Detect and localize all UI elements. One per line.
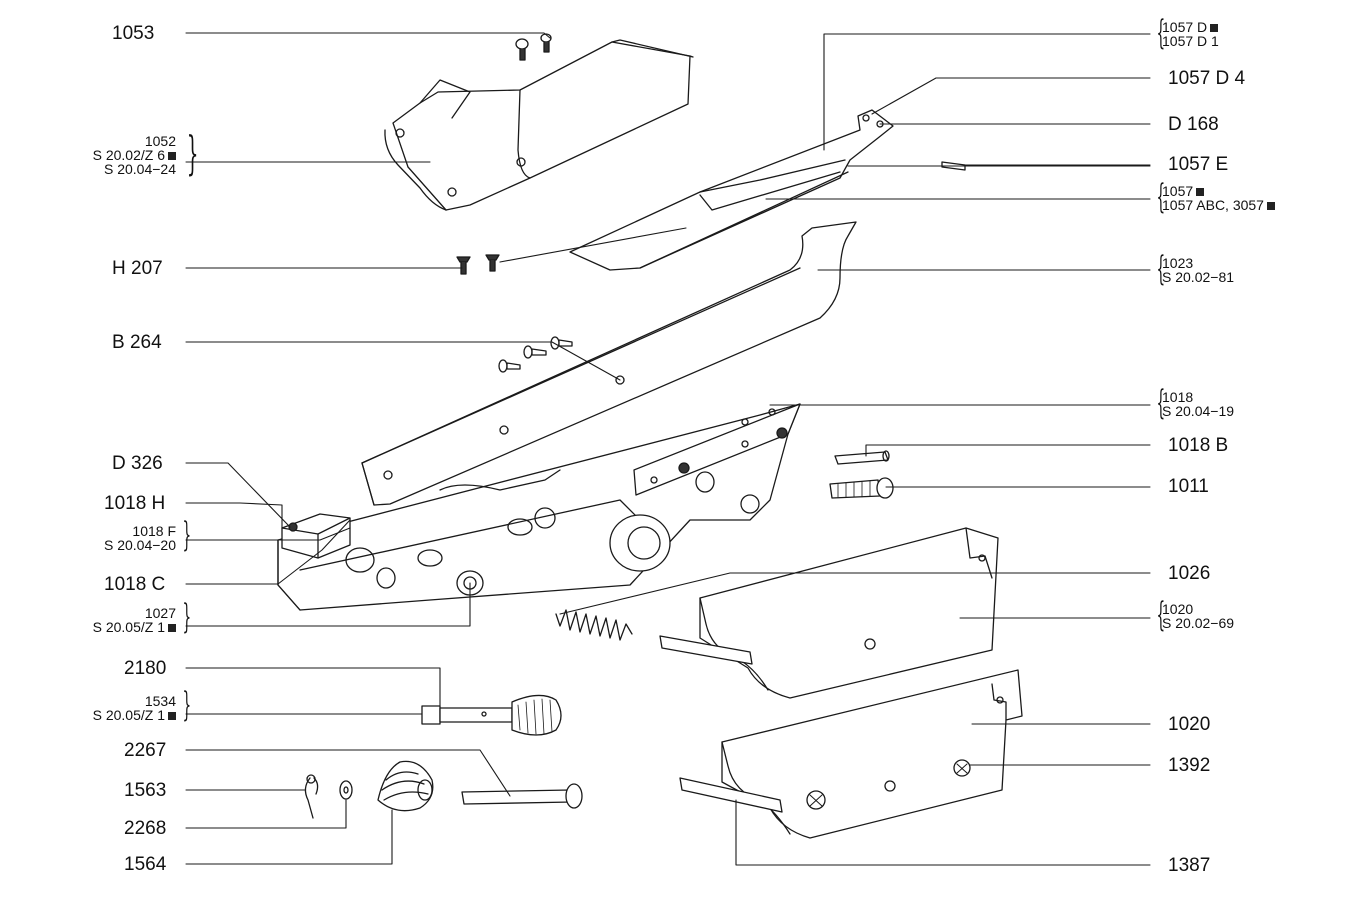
pin-1018-b (834, 450, 890, 465)
label-1018-line2: S 20.04−19 (1162, 403, 1235, 419)
label-2180: 2180 (124, 658, 167, 679)
label-1052-line2: S 20.02/Z 6 (40, 148, 176, 162)
label-1018f-group: 1018 F S 20.04−20 (40, 524, 176, 552)
label-1020a-line1: 1020 (1162, 601, 1194, 617)
label-1027-line2: S 20.05/Z 1 (40, 620, 176, 634)
label-2267: 2267 (124, 740, 167, 761)
jaw-part-1020-lower (679, 669, 1023, 839)
lever-part-1057 (569, 109, 894, 271)
screw-1011 (829, 477, 894, 499)
screw-b264-c (498, 359, 521, 373)
screw-b264-b (523, 345, 547, 359)
label-1018f-line1: 1018 F (132, 523, 176, 539)
label-1053: 1053 (112, 23, 155, 44)
screw-b264-a (550, 336, 573, 350)
label-1018h: 1018 H (104, 493, 166, 514)
label-1023-line2: S 20.02−81 (1162, 269, 1235, 285)
label-1026: 1026 (1168, 563, 1211, 584)
label-1534-group: 1534 S 20.05/Z 1 (40, 694, 176, 722)
screw-1053-b (540, 33, 552, 53)
spring-1026 (555, 609, 633, 641)
label-1023-line1: 1023 (1162, 255, 1194, 271)
square-marker (1266, 202, 1275, 210)
square-marker (168, 152, 176, 160)
label-2268: 2268 (124, 818, 167, 839)
roller (609, 514, 671, 572)
label-1563: 1563 (124, 780, 167, 801)
screw-h207-b (485, 254, 500, 272)
cover-part-1052 (384, 39, 694, 211)
label-1534-line1: 1534 (144, 693, 176, 709)
label-b264: B 264 (112, 332, 162, 353)
brace-1023: { (1156, 249, 1166, 289)
label-1027-group: 1027 S 20.05/Z 1 (40, 606, 176, 634)
washer-2268 (339, 780, 353, 800)
screw-1053-a (515, 38, 529, 61)
rail-part-1023 (361, 221, 857, 506)
label-1018f-line2: S 20.04−20 (103, 537, 176, 553)
label-1057e: 1057 E (1168, 154, 1229, 175)
label-1057-line1: 1057 (1162, 184, 1275, 198)
spring-1564 (377, 760, 434, 812)
label-1011: 1011 (1168, 476, 1209, 497)
label-1020a-line2: S 20.02−69 (1162, 615, 1235, 631)
label-1020: 1020 (1168, 714, 1211, 735)
label-1018b: 1018 B (1168, 435, 1229, 456)
pin-2267 (461, 783, 583, 809)
label-1564: 1564 (124, 854, 167, 875)
label-1020a-group: 1020 S 20.02−69 (1162, 602, 1234, 630)
label-1057-line2: 1057 ABC, 3057 (1162, 198, 1275, 212)
square-marker (168, 712, 176, 720)
brace-1057d: { (1156, 13, 1166, 53)
label-1018-line1: 1018 (1162, 389, 1194, 405)
label-1057d-line2: 1057 D 1 (1162, 33, 1219, 49)
cotter-pin-1563 (304, 774, 319, 819)
label-1057d-group: 1057 D 1057 D 1 (1162, 20, 1219, 48)
block-1018-h (281, 513, 351, 559)
jaw-part-1020-upper (659, 527, 999, 699)
square-marker (168, 624, 176, 632)
label-1534-line2: S 20.05/Z 1 (40, 708, 176, 722)
screw-h207-a (456, 256, 471, 275)
label-1392: 1392 (1168, 755, 1211, 776)
label-d326: D 326 (112, 453, 163, 474)
brace-1018f: } (182, 515, 192, 555)
label-1023-group: 1023 S 20.02−81 (1162, 256, 1234, 284)
label-d168: D 168 (1168, 114, 1219, 135)
brace-1027: } (182, 597, 192, 637)
label-1052-group: 1052 S 20.02/Z 6 S 20.04−24 (40, 134, 176, 176)
brace-1057: { (1156, 177, 1166, 217)
brace-1020a: { (1156, 595, 1166, 635)
label-1018-group: 1018 S 20.04−19 (1162, 390, 1234, 418)
base-part-1018 (277, 403, 801, 611)
label-1387: 1387 (1168, 855, 1211, 876)
square-marker (1196, 188, 1205, 196)
label-1057d4: 1057 D 4 (1168, 68, 1246, 89)
leader-lines (185, 32, 1151, 866)
label-1052-line1: 1052 (144, 133, 176, 149)
knob-bolt-1534 (421, 694, 562, 736)
label-1052-line3: S 20.04−24 (103, 161, 176, 177)
brace-1052: } (186, 126, 199, 180)
label-h207: H 207 (112, 258, 163, 279)
brace-1018: { (1156, 383, 1166, 423)
square-marker (1210, 24, 1219, 32)
brace-1534: } (182, 685, 192, 725)
label-1027-line1: 1027 (144, 605, 176, 621)
label-1057-group: 1057 1057 ABC, 3057 (1162, 184, 1275, 212)
label-1057d-line1: 1057 D (1162, 20, 1219, 34)
label-1018c: 1018 C (104, 574, 166, 595)
